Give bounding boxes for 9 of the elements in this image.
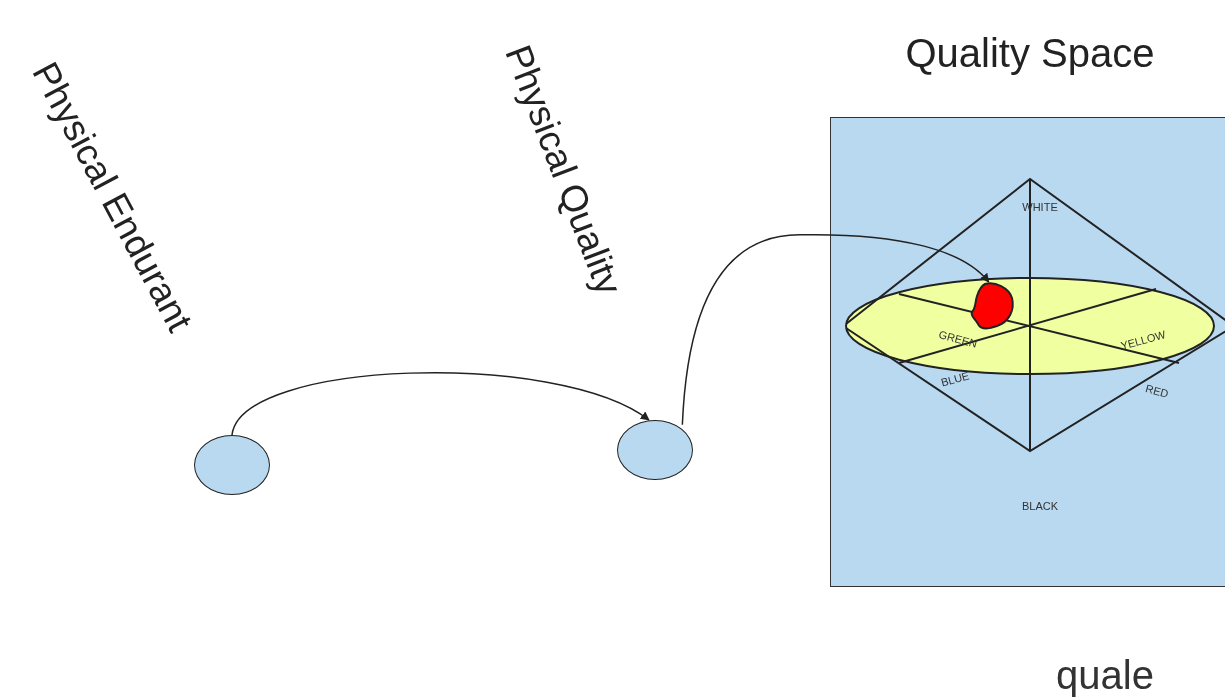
arrow xyxy=(681,233,990,426)
axis-label: GREEN xyxy=(937,328,979,350)
axis-label: BLUE xyxy=(939,369,971,389)
axis-label: BLACK xyxy=(1021,500,1059,512)
panel-heading: Quality Space xyxy=(905,30,1155,76)
axis-label: RED xyxy=(1144,382,1170,400)
blob-shape xyxy=(969,282,1015,330)
arrow xyxy=(231,372,650,436)
text-label: quale xyxy=(1056,652,1154,698)
